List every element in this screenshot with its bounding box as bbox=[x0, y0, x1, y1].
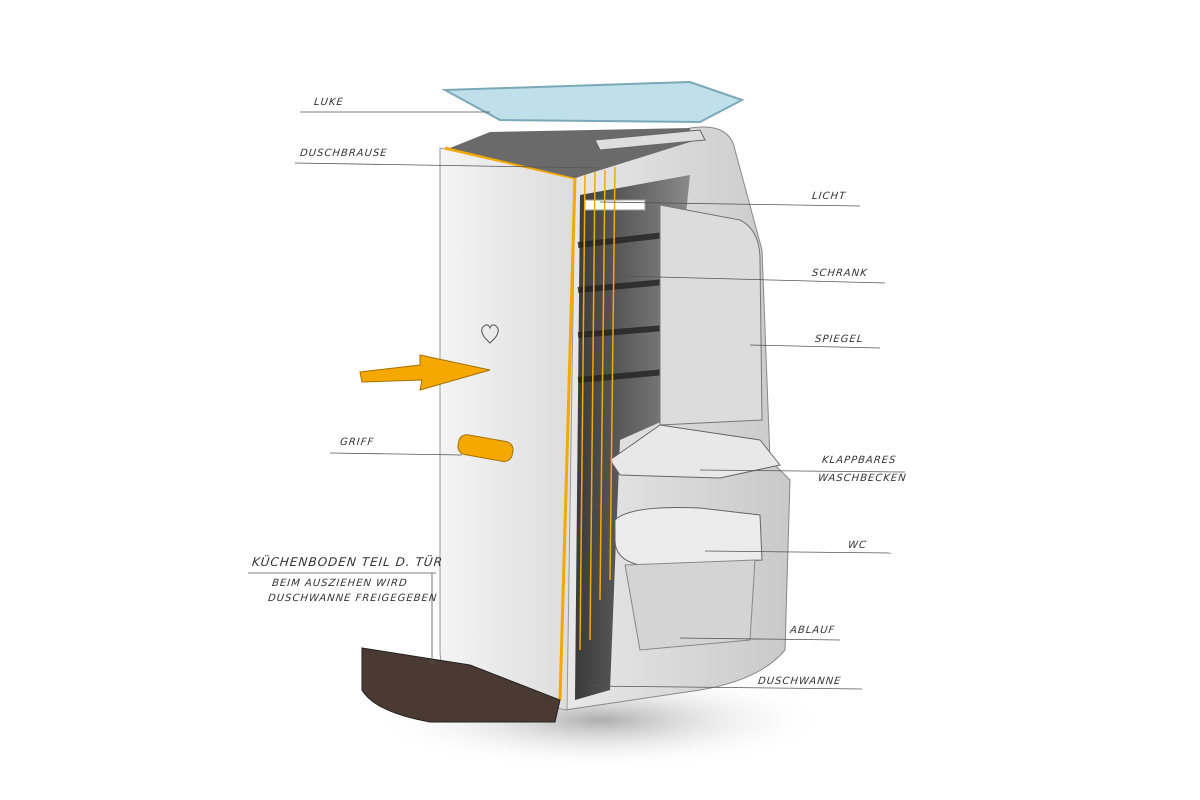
label-kuechenboden: KÜCHENBODEN TEIL D. TÜR bbox=[251, 555, 444, 569]
leader-line-duschwanne bbox=[589, 685, 863, 690]
leader-line-ablauf bbox=[679, 637, 841, 641]
note-line-2: DUSCHWANNE FREIGEGEBEN bbox=[267, 593, 438, 604]
shower-head bbox=[594, 129, 706, 151]
leader-line-schrank bbox=[619, 275, 886, 284]
curtain-line bbox=[609, 166, 616, 581]
kitchen-floor-pullout bbox=[361, 647, 561, 723]
label-schrank: SCHRANK bbox=[811, 268, 869, 279]
label-wc: WC bbox=[847, 540, 868, 551]
roof-hatch bbox=[441, 80, 745, 124]
label-spiegel: SPIEGEL bbox=[814, 334, 864, 345]
foldable-sink bbox=[609, 424, 781, 479]
label-waschbecken-1: KLAPPBARES bbox=[821, 455, 897, 466]
label-ablauf: ABLAUF bbox=[789, 625, 836, 636]
label-duschbrause: DUSCHBRAUSE bbox=[299, 148, 389, 159]
accent-edge-front bbox=[558, 177, 577, 701]
curtain-line bbox=[599, 169, 606, 601]
shelf bbox=[577, 279, 666, 293]
mirror-door bbox=[659, 204, 763, 426]
wc-base bbox=[624, 559, 756, 651]
label-waschbecken-2: WASCHBECKEN bbox=[817, 473, 908, 484]
leader-lines bbox=[248, 111, 906, 690]
leader-line-waschbecken bbox=[699, 469, 906, 473]
shower-curtain-lines bbox=[444, 146, 616, 701]
leader-line-griff bbox=[329, 452, 463, 456]
shelf bbox=[577, 232, 666, 248]
accent-edge-top bbox=[444, 146, 576, 180]
cabinet-side-panel bbox=[439, 147, 576, 711]
arrow-icon bbox=[359, 354, 491, 391]
label-griff: GRIFF bbox=[339, 437, 375, 448]
label-luke: LUKE bbox=[313, 97, 345, 108]
note-line-1: BEIM AUSZIEHEN WIRD bbox=[271, 578, 409, 589]
heart-icon bbox=[481, 324, 499, 344]
label-duschwanne: DUSCHWANNE bbox=[757, 676, 842, 687]
wc-toilet bbox=[614, 507, 763, 566]
curtain-line bbox=[579, 174, 586, 651]
leader-line-wc bbox=[704, 550, 893, 554]
curtain-line bbox=[589, 171, 596, 641]
leader-line-duschbrause bbox=[294, 162, 601, 169]
leader-line-spiegel bbox=[749, 344, 881, 349]
label-licht: LICHT bbox=[811, 191, 847, 202]
leader-line-licht bbox=[599, 201, 861, 207]
griff-handle bbox=[457, 434, 514, 462]
shelf bbox=[577, 325, 666, 338]
